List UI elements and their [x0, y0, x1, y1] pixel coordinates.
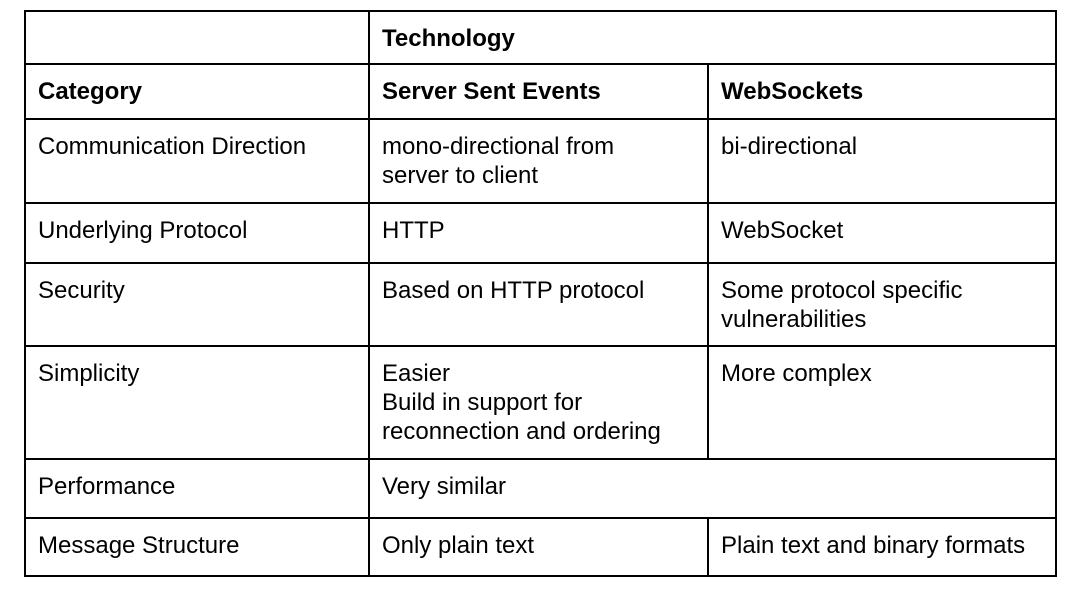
table-row-simplicity: Simplicity Easier Build in support for r… [24, 345, 1057, 460]
sse-header-cell: Server Sent Events [368, 63, 709, 120]
sse-cell: HTTP [368, 202, 709, 264]
category-header-cell: Category [24, 63, 370, 120]
table-row-underlying-protocol: Underlying Protocol HTTP WebSocket [24, 202, 1057, 264]
ws-cell: WebSocket [707, 202, 1057, 264]
table-row-security: Security Based on HTTP protocol Some pro… [24, 262, 1057, 347]
technology-header-cell: Technology [368, 10, 1057, 65]
table-row-communication-direction: Communication Direction mono-directional… [24, 118, 1057, 204]
ws-cell: Plain text and binary formats [707, 517, 1057, 577]
sse-cell: mono-directional from server to client [368, 118, 709, 204]
category-cell: Simplicity [24, 345, 370, 460]
comparison-table: Technology Category Server Sent Events W… [24, 10, 1057, 577]
ws-cell: More complex [707, 345, 1057, 460]
sse-cell: Easier Build in support for reconnection… [368, 345, 709, 460]
category-cell: Communication Direction [24, 118, 370, 204]
sse-cell: Only plain text [368, 517, 709, 577]
category-cell: Performance [24, 458, 370, 519]
websockets-header-cell: WebSockets [707, 63, 1057, 120]
performance-span-cell: Very similar [368, 458, 1057, 519]
ws-cell: bi-directional [707, 118, 1057, 204]
ws-cell: Some protocol specific vulnerabilities [707, 262, 1057, 347]
blank-corner-cell [24, 10, 370, 65]
category-cell: Security [24, 262, 370, 347]
column-header-row: Category Server Sent Events WebSockets [24, 63, 1057, 120]
table-row-message-structure: Message Structure Only plain text Plain … [24, 517, 1057, 577]
table-row-performance: Performance Very similar [24, 458, 1057, 519]
category-cell: Underlying Protocol [24, 202, 370, 264]
sse-cell: Based on HTTP protocol [368, 262, 709, 347]
category-cell: Message Structure [24, 517, 370, 577]
technology-header-row: Technology [24, 10, 1057, 65]
